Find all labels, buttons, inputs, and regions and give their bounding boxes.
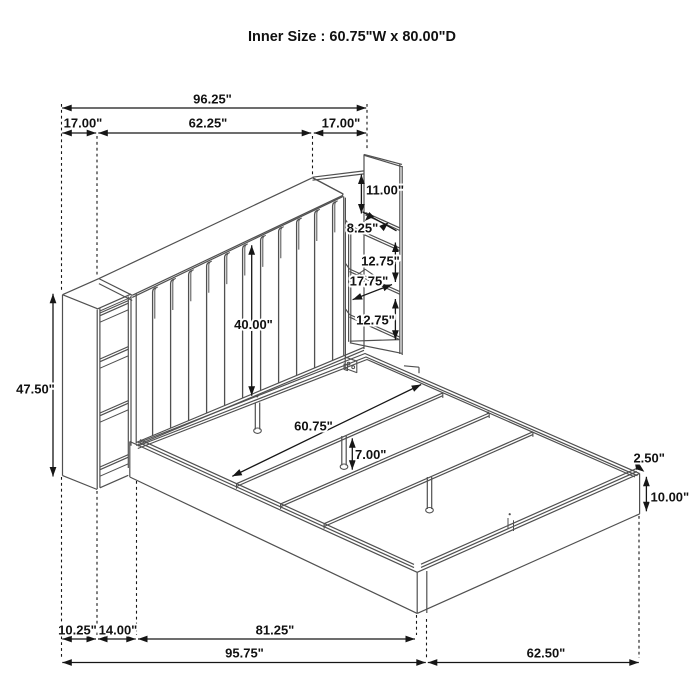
svg-text:62.50": 62.50"	[527, 646, 566, 661]
svg-text:81.25": 81.25"	[256, 623, 295, 638]
svg-text:95.75": 95.75"	[225, 646, 264, 661]
svg-text:10.00": 10.00"	[651, 490, 690, 505]
svg-text:7.00": 7.00"	[355, 447, 386, 462]
svg-text:17.00": 17.00"	[322, 116, 361, 131]
svg-text:14.00": 14.00"	[99, 623, 138, 638]
svg-text:17.00": 17.00"	[64, 116, 103, 131]
svg-text:12.75": 12.75"	[361, 254, 400, 269]
svg-text:40.00": 40.00"	[234, 317, 273, 332]
svg-text:60.75": 60.75"	[294, 419, 333, 434]
svg-text:62.25": 62.25"	[189, 116, 228, 131]
svg-text:17.75": 17.75"	[350, 274, 389, 289]
svg-text:11.00": 11.00"	[366, 183, 404, 198]
svg-text:47.50": 47.50"	[16, 382, 55, 397]
svg-text:2.50": 2.50"	[633, 451, 664, 466]
svg-text:96.25": 96.25"	[193, 92, 232, 107]
svg-text:12.75": 12.75"	[356, 313, 395, 328]
svg-text:10.25": 10.25"	[58, 623, 97, 638]
svg-text:Inner Size : 60.75"W x 80.00"D: Inner Size : 60.75"W x 80.00"D	[248, 29, 456, 45]
svg-text:8.25": 8.25"	[347, 221, 378, 236]
